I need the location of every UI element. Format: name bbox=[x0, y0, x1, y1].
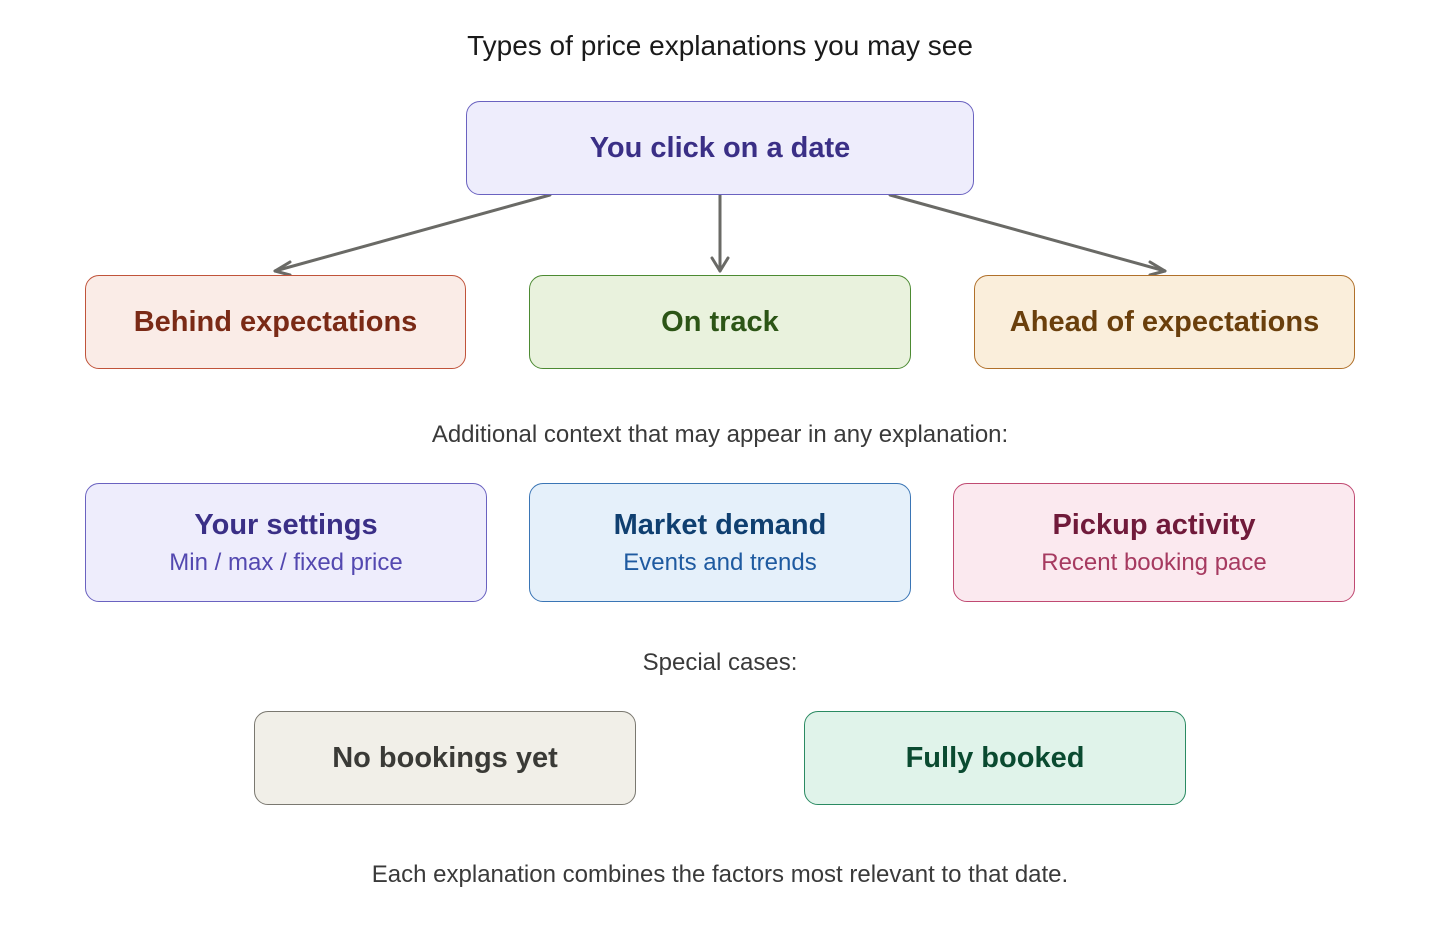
arrow-to-behind bbox=[273, 193, 552, 273]
context-sublabel: Events and trends bbox=[623, 548, 817, 576]
special-cases-heading: Special cases: bbox=[642, 649, 798, 676]
context-label: Your settings bbox=[194, 508, 378, 541]
special-no-bookings-yet: No bookings yet bbox=[254, 711, 636, 805]
arrowhead-behind bbox=[273, 260, 292, 277]
outcome-label: Ahead of expectations bbox=[1009, 305, 1320, 338]
context-pickup-activity: Pickup activity Recent booking pace bbox=[953, 483, 1355, 602]
root-node-label: You click on a date bbox=[589, 131, 851, 164]
context-sublabel: Recent booking pace bbox=[1041, 548, 1267, 576]
special-fully-booked: Fully booked bbox=[804, 711, 1186, 805]
context-your-settings: Your settings Min / max / fixed price bbox=[85, 483, 487, 602]
root-node-click-date: You click on a date bbox=[466, 101, 974, 195]
special-label: Fully booked bbox=[905, 741, 1085, 774]
outcome-label: Behind expectations bbox=[133, 305, 418, 338]
arrowhead-on-track bbox=[710, 256, 730, 273]
context-label: Pickup activity bbox=[1052, 508, 1256, 541]
outcome-label: On track bbox=[661, 305, 779, 338]
context-label: Market demand bbox=[613, 508, 827, 541]
outcome-behind-expectations: Behind expectations bbox=[85, 275, 466, 369]
footer-note: Each explanation combines the factors mo… bbox=[371, 861, 1069, 888]
outcome-ahead-of-expectations: Ahead of expectations bbox=[974, 275, 1355, 369]
arrowhead-ahead bbox=[1148, 260, 1167, 277]
arrow-to-ahead bbox=[888, 193, 1167, 273]
context-heading: Additional context that may appear in an… bbox=[431, 421, 1009, 448]
special-label: No bookings yet bbox=[332, 741, 558, 774]
context-market-demand: Market demand Events and trends bbox=[529, 483, 911, 602]
context-sublabel: Min / max / fixed price bbox=[169, 548, 403, 576]
outcome-on-track: On track bbox=[529, 275, 911, 369]
diagram-title: Types of price explanations you may see bbox=[467, 30, 973, 61]
